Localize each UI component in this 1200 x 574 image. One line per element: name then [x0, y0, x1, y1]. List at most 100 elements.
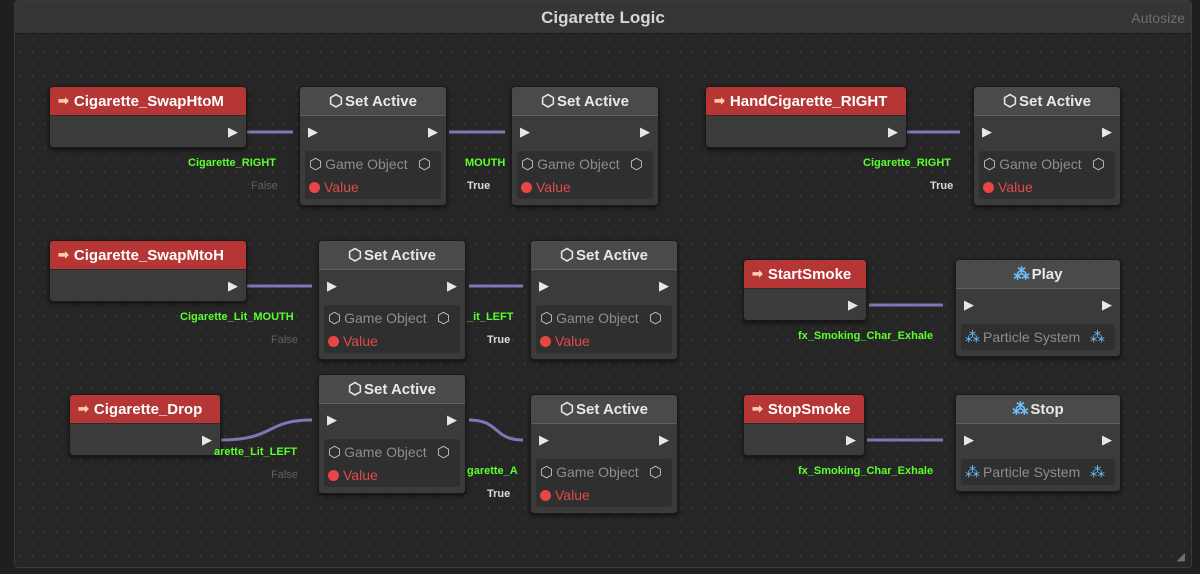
flow-input-port[interactable]: ▶: [308, 124, 318, 139]
graph-canvas[interactable]: ➡ Cigarette_SwapHtoM ▶ Cigarette_RIGHT F…: [15, 34, 1191, 567]
input-label: Game Object: [556, 310, 639, 326]
cube-icon: ⬡: [541, 93, 555, 110]
cube-icon: ⬡: [436, 310, 450, 327]
game-object-input[interactable]: ⬡ Game Object ⬡: [309, 154, 437, 174]
flow-output-port[interactable]: ▶: [447, 278, 457, 293]
value-input[interactable]: Value: [328, 465, 378, 485]
flow-output-port[interactable]: ▶: [228, 124, 238, 139]
play-particle-node[interactable]: ⁂ Play ▶ ▶ ⁂ Particle System ⁂: [955, 259, 1121, 357]
set-active-node[interactable]: ⬡ Set Active ▶ ▶ ⬡ Game Object ⬡ Value: [318, 374, 466, 494]
cube-icon: ⬡: [648, 464, 662, 481]
cube-icon: ⬡: [329, 93, 343, 110]
game-object-input[interactable]: ⬡ Game Object ⬡: [328, 308, 456, 328]
custom-event-icon: ➡: [714, 93, 725, 108]
value-icon: [983, 181, 994, 193]
particle-system-icon: ⁂: [965, 329, 980, 346]
set-active-node[interactable]: ⬡ Set Active ▶ ▶ ⬡ Game Object ⬡ Value: [318, 240, 466, 360]
value-icon: [540, 489, 551, 501]
unit-title: Set Active: [363, 380, 436, 398]
flow-input-port[interactable]: ▶: [327, 412, 337, 427]
flow-output-port[interactable]: ▶: [888, 124, 898, 139]
flow-output-port[interactable]: ▶: [659, 278, 669, 293]
flow-input-port[interactable]: ▶: [964, 297, 974, 312]
flow-output-port[interactable]: ▶: [1102, 297, 1112, 312]
unit-title: Set Active: [575, 400, 648, 418]
unit-header: ⬡ Set Active: [512, 87, 658, 116]
game-object-input[interactable]: ⬡ Game Object ⬡: [521, 154, 649, 174]
flow-output-port[interactable]: ▶: [848, 297, 858, 312]
value-input[interactable]: Value: [309, 177, 359, 197]
resize-handle-icon[interactable]: ◢: [1176, 551, 1185, 563]
input-panel: ⁂ Particle System ⁂: [961, 459, 1115, 485]
port-value-label: True: [930, 180, 954, 192]
cube-icon: ⬡: [629, 156, 643, 173]
flow-output-port[interactable]: ▶: [1102, 124, 1112, 139]
cube-icon: ⬡: [560, 247, 574, 264]
stop-particle-node[interactable]: ⁂ Stop ▶ ▶ ⁂ Particle System ⁂: [955, 394, 1121, 492]
game-object-input[interactable]: ⬡ Game Object ⬡: [328, 442, 456, 462]
value-input[interactable]: Value: [983, 177, 1033, 197]
port-value-label: Cigarette_Lit_MOUTH: [180, 311, 294, 323]
game-object-input[interactable]: ⬡ Game Object ⬡: [983, 154, 1111, 174]
value-input[interactable]: Value: [328, 331, 378, 351]
value-input[interactable]: Value: [540, 331, 590, 351]
event-name: StartSmoke: [767, 265, 852, 283]
particle-system-icon: ⁂: [1090, 464, 1105, 481]
set-active-node[interactable]: ⬡ Set Active ▶ ▶ ⬡ Game Object ⬡ Value: [530, 240, 678, 360]
particle-system-input[interactable]: ⁂ Particle System ⁂: [965, 327, 1111, 347]
flow-input-port[interactable]: ▶: [982, 124, 992, 139]
game-object-input[interactable]: ⬡ Game Object ⬡: [540, 308, 668, 328]
flow-input-port[interactable]: ▶: [327, 278, 337, 293]
flow-input-port[interactable]: ▶: [520, 124, 530, 139]
flow-output-port[interactable]: ▶: [1102, 432, 1112, 447]
event-node-stop-smoke[interactable]: ➡ StopSmoke ▶: [743, 394, 865, 456]
port-value-label: fx_Smoking_Char_Exhale: [798, 465, 934, 477]
port-value-label: arette_Lit_LEFT: [214, 446, 298, 458]
event-node-hand-right[interactable]: ➡ HandCigarette_RIGHT ▶: [705, 86, 907, 148]
cube-icon: ⬡: [540, 464, 554, 481]
event-node-start-smoke[interactable]: ➡ StartSmoke ▶: [743, 259, 867, 321]
custom-event-icon: ➡: [752, 401, 763, 416]
flow-output-port[interactable]: ▶: [228, 278, 238, 293]
autosize-button[interactable]: Autosize: [1131, 10, 1185, 26]
port-value-label: Cigarette_RIGHT: [188, 157, 277, 169]
cube-icon: ⬡: [648, 310, 662, 327]
input-panel: ⬡ Game Object ⬡ Value: [979, 151, 1115, 199]
input-label: Value: [555, 487, 590, 503]
cube-icon: ⬡: [309, 156, 323, 173]
event-node-swap-h-to-m[interactable]: ➡ Cigarette_SwapHtoM ▶: [49, 86, 247, 148]
input-label: Particle System: [983, 329, 1081, 345]
flow-output-port[interactable]: ▶: [428, 124, 438, 139]
unit-header: ⁂ Play: [956, 260, 1120, 289]
event-node-swap-m-to-h[interactable]: ➡ Cigarette_SwapMtoH ▶: [49, 240, 247, 302]
set-active-node[interactable]: ⬡ Set Active ▶ ▶ ⬡ Game Object ⬡ Value: [973, 86, 1121, 206]
flow-output-port[interactable]: ▶: [659, 432, 669, 447]
flow-output-port[interactable]: ▶: [640, 124, 650, 139]
input-panel: ⬡ Game Object ⬡ Value: [536, 305, 672, 353]
event-name: HandCigarette_RIGHT: [729, 92, 888, 110]
value-input[interactable]: Value: [540, 485, 590, 505]
port-value-label: fx_Smoking_Char_Exhale: [798, 330, 934, 342]
flow-input-port[interactable]: ▶: [964, 432, 974, 447]
cube-icon: ⬡: [348, 381, 362, 398]
set-active-node[interactable]: ⬡ Set Active ▶ ▶ ⬡ Game Object ⬡ Value: [299, 86, 447, 206]
unit-header: ⬡ Set Active: [319, 375, 465, 404]
port-value-label: garette_A: [467, 465, 518, 477]
event-header: ➡ StopSmoke: [744, 395, 864, 424]
flow-input-port[interactable]: ▶: [539, 432, 549, 447]
cube-icon: ⬡: [1003, 93, 1017, 110]
set-active-node[interactable]: ⬡ Set Active ▶ ▶ ⬡ Game Object ⬡ Value: [511, 86, 659, 206]
flow-output-port[interactable]: ▶: [846, 432, 856, 447]
game-object-input[interactable]: ⬡ Game Object ⬡: [540, 462, 668, 482]
custom-event-icon: ➡: [58, 93, 69, 108]
flow-output-port[interactable]: ▶: [447, 412, 457, 427]
value-input[interactable]: Value: [521, 177, 571, 197]
particle-system-input[interactable]: ⁂ Particle System ⁂: [965, 462, 1111, 482]
flow-output-port[interactable]: ▶: [202, 432, 212, 447]
input-panel: ⬡ Game Object ⬡ Value: [536, 459, 672, 507]
unit-header: ⬡ Set Active: [531, 395, 677, 424]
set-active-node[interactable]: ⬡ Set Active ▶ ▶ ⬡ Game Object ⬡ Value: [530, 394, 678, 514]
event-node-drop[interactable]: ➡ Cigarette_Drop ▶: [69, 394, 221, 456]
cube-icon: ⬡: [348, 247, 362, 264]
flow-input-port[interactable]: ▶: [539, 278, 549, 293]
